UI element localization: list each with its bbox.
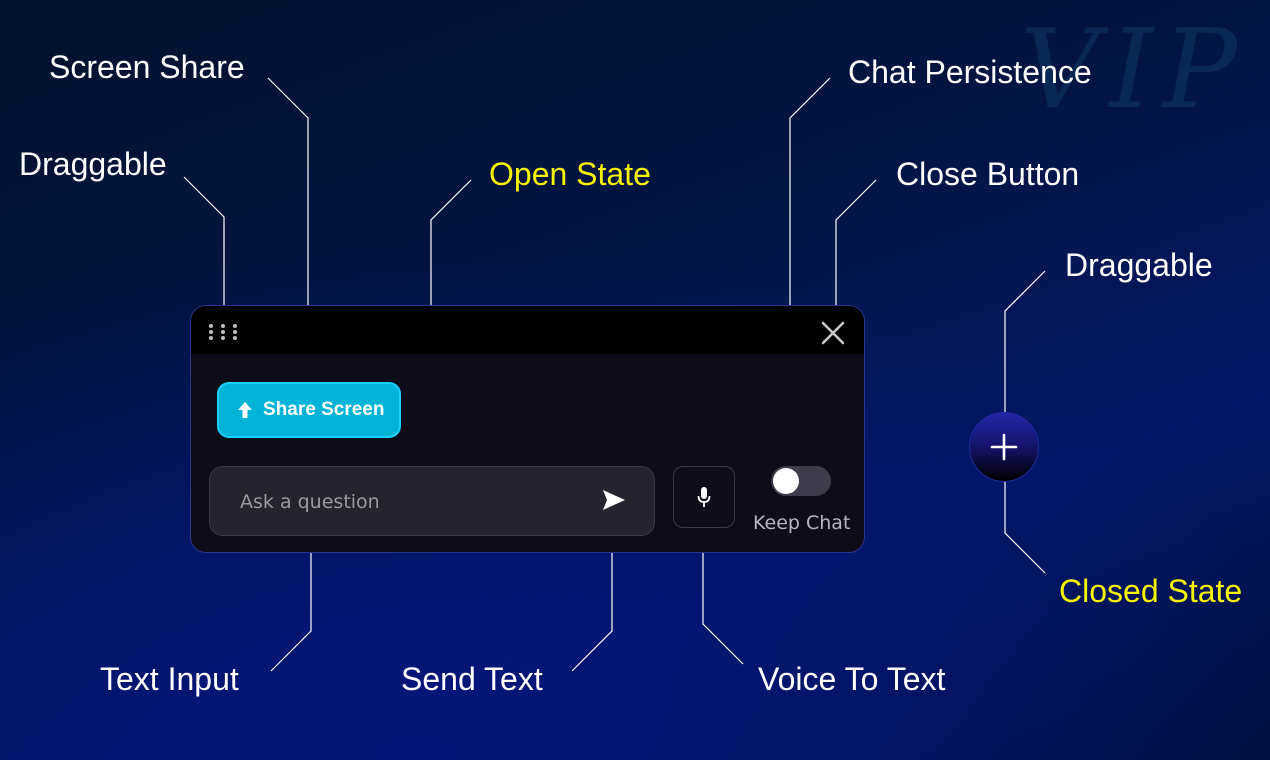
- upload-arrow-icon: [238, 402, 252, 418]
- widget-header[interactable]: [191, 306, 864, 354]
- callout-draggable-closed: Draggable: [1065, 247, 1213, 283]
- close-button[interactable]: [820, 320, 846, 346]
- share-screen-button[interactable]: Share Screen: [217, 382, 401, 438]
- send-button[interactable]: [602, 489, 628, 513]
- chat-widget-open: Share Screen Keep Chat: [190, 305, 865, 553]
- close-x-icon: [821, 321, 845, 345]
- callout-closed-state: Closed State: [1059, 573, 1243, 609]
- callout-send-text: Send Text: [401, 661, 543, 697]
- keep-chat-toggle[interactable]: [771, 466, 831, 496]
- callout-voice-to-text: Voice To Text: [758, 661, 946, 697]
- open-chat-button[interactable]: [969, 412, 1039, 482]
- send-arrow-icon: [603, 490, 625, 510]
- microphone-icon: [697, 487, 711, 507]
- callout-text-input: Text Input: [100, 661, 239, 697]
- question-input[interactable]: [238, 467, 572, 537]
- callout-draggable-open: Draggable: [19, 146, 167, 182]
- plus-icon: [990, 433, 1018, 461]
- toggle-knob: [773, 468, 799, 494]
- grip-dots-icon[interactable]: [209, 324, 241, 342]
- voice-to-text-button[interactable]: [673, 466, 735, 528]
- callout-screen-share: Screen Share: [49, 49, 245, 85]
- callout-chat-persistence: Chat Persistence: [848, 54, 1092, 90]
- keep-chat-label: Keep Chat: [753, 512, 851, 534]
- callout-close-button: Close Button: [896, 156, 1080, 192]
- watermark-logo: VIP: [1020, 5, 1247, 133]
- share-screen-label: Share Screen: [263, 399, 385, 420]
- question-input-container: [209, 466, 655, 537]
- callout-open-state: Open State: [489, 156, 651, 192]
